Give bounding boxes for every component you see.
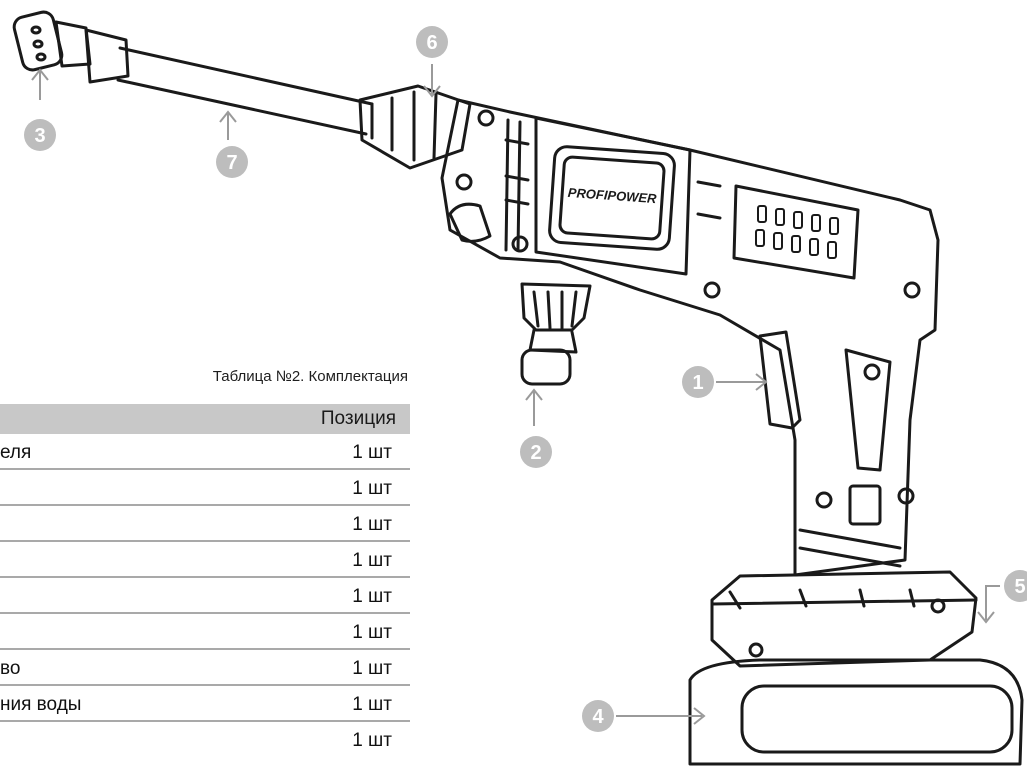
connector xyxy=(358,84,472,170)
callout-2: 2 xyxy=(520,436,552,468)
svg-text:7: 7 xyxy=(226,152,237,174)
svg-text:6: 6 xyxy=(426,32,437,54)
table-row: 1 шт xyxy=(0,614,410,650)
table-row: 1 шт xyxy=(0,506,410,542)
svg-text:5: 5 xyxy=(1014,576,1025,598)
nozzle-tip xyxy=(12,10,130,84)
callout-7: 7 xyxy=(216,146,248,178)
table-row: 1 шт xyxy=(0,470,410,506)
callout-1: 1 xyxy=(682,366,714,398)
svg-text:4: 4 xyxy=(592,706,604,728)
callouts: 3 7 6 1 2 4 5 xyxy=(24,26,1027,732)
table-caption: Таблица №2. Комплектация xyxy=(212,368,408,385)
table-row: 1 шт xyxy=(0,578,410,614)
brand-label: PROFIPOWER xyxy=(567,185,657,206)
callout-6: 6 xyxy=(416,26,448,58)
battery xyxy=(688,570,1024,766)
svg-text:1: 1 xyxy=(692,372,703,394)
inlet-fitting xyxy=(520,282,592,386)
svg-text:2: 2 xyxy=(530,442,541,464)
gun-body xyxy=(440,98,940,577)
lance xyxy=(116,46,374,136)
svg-text:3: 3 xyxy=(34,125,45,147)
table-row: 1 шт xyxy=(0,542,410,578)
header-position: Позиция xyxy=(320,408,396,429)
callout-3: 3 xyxy=(24,119,56,151)
display-segments xyxy=(755,205,839,259)
callout-4: 4 xyxy=(582,700,614,732)
table-header: Позиция xyxy=(0,404,410,434)
table-row: 1 шт xyxy=(352,730,392,751)
callout-5: 5 xyxy=(1004,570,1027,602)
